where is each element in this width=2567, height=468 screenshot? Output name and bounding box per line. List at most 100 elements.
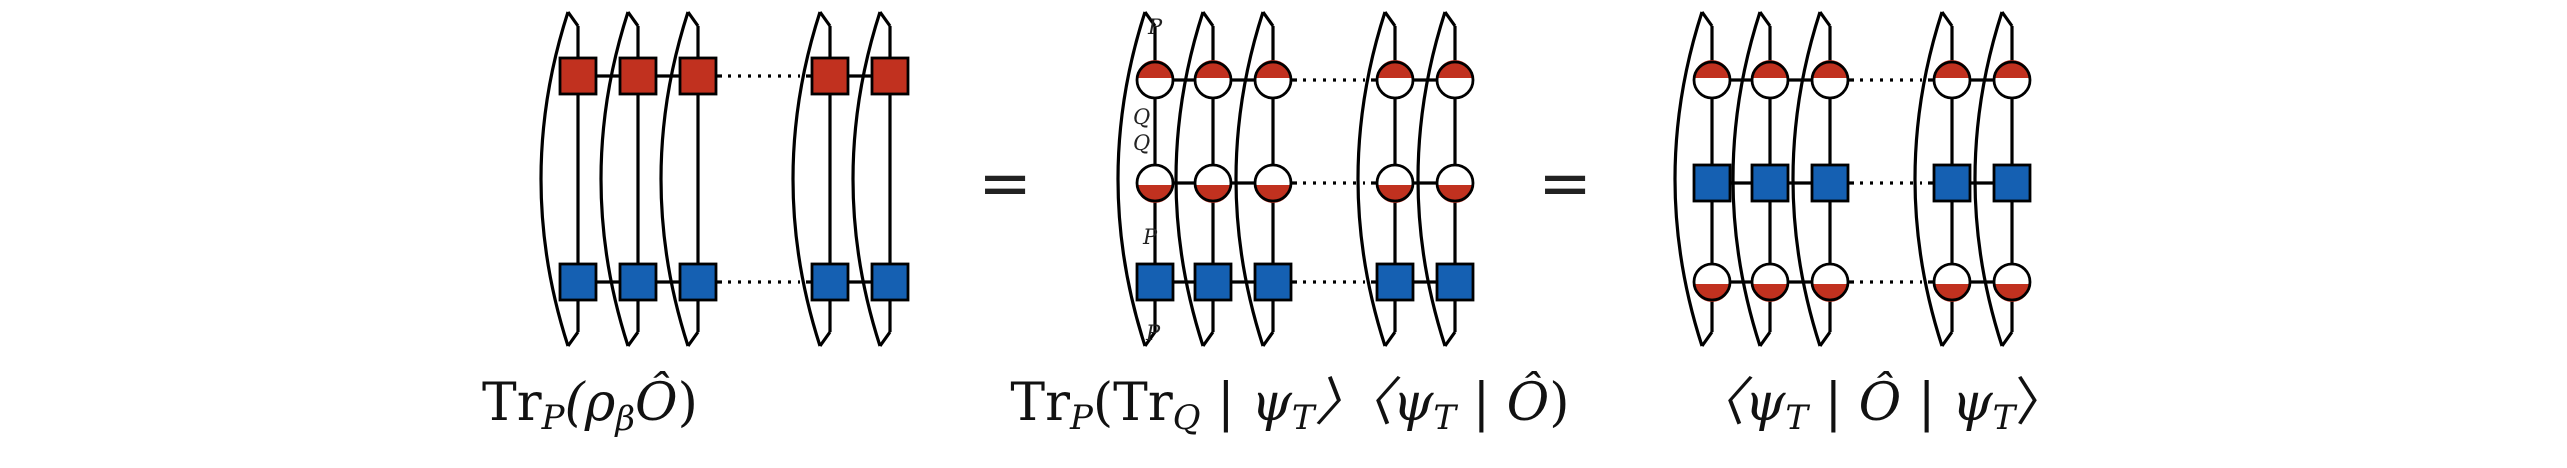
state-tensor-circle (1692, 262, 1732, 302)
leg-end (1383, 331, 1397, 347)
caption-2-operator: Ô (1507, 371, 1550, 433)
blue-tensor-square (558, 262, 598, 302)
caption-3-bra: 〈ψ (1693, 373, 1787, 433)
caption-1-sub-p: P (541, 398, 566, 438)
leg-end (1261, 11, 1275, 27)
red-tensor-square (810, 56, 850, 96)
state-tensor-circle (1810, 262, 1850, 302)
blue-tensor-square (1810, 163, 1850, 203)
state-tensor-circle (1810, 60, 1850, 100)
panel-purified-trace (1116, 11, 1475, 347)
caption-3-sub-t2: T (1993, 398, 2018, 438)
leg-end (1261, 331, 1275, 347)
state-tensor-circle (1435, 60, 1475, 100)
panel-expectation-value (1673, 11, 2032, 347)
leg-end (1818, 331, 1832, 347)
trace-arc (851, 11, 882, 347)
leg-end (566, 11, 580, 27)
leg-end (1818, 11, 1832, 27)
trace-arc (659, 11, 690, 347)
caption-3-sub-t1: T (1785, 398, 1810, 438)
leg-end (1700, 11, 1714, 27)
trace-arc (1174, 11, 1205, 347)
blue-tensor-square (1375, 262, 1415, 302)
leg-end (1758, 331, 1772, 347)
blue-tensor-square (810, 262, 850, 302)
leg-end (1443, 11, 1457, 27)
leg-end (686, 331, 700, 347)
leg-end (1143, 11, 1157, 27)
state-tensor-circle (1375, 60, 1415, 100)
leg-end (818, 331, 832, 347)
blue-tensor-square (1193, 262, 1233, 302)
trace-arc (1356, 11, 1387, 347)
caption-2-sub-p: P (1069, 398, 1094, 438)
state-tensor-circle (1932, 262, 1972, 302)
state-tensor-circle (1253, 163, 1293, 203)
state-tensor-circle (1135, 60, 1175, 100)
state-tensor-circle (1692, 60, 1732, 100)
caption-1-sub-beta: β (613, 399, 635, 439)
state-tensor-circle (1193, 60, 1233, 100)
state-tensor-circle (1750, 262, 1790, 302)
caption-2-bar: | (1456, 373, 1507, 433)
caption-2-sub-q: Q (1173, 398, 1201, 438)
state-tensor-circle (1750, 60, 1790, 100)
trace-arc (1973, 11, 2004, 347)
trace-arc (1116, 11, 1147, 347)
state-tensor-circle (1253, 60, 1293, 100)
label-p-middle: P (1142, 225, 1158, 249)
leg-end (1940, 11, 1954, 27)
leg-end (566, 331, 580, 347)
label-q-upper: Q (1133, 105, 1150, 129)
blue-tensor-square (1435, 262, 1475, 302)
leg-end (1758, 11, 1772, 27)
caption-3-ket: | ψ (1901, 373, 1994, 433)
blue-tensor-square (618, 262, 658, 302)
equals-sign-2: = (1538, 147, 1592, 221)
caption-2-sub-t1: T (1292, 398, 1317, 438)
caption-2-close: ) (1549, 373, 1569, 433)
caption-panel-3: 〈ψT | Ô | ψT〉 (1693, 371, 2068, 438)
state-tensor-circle (1435, 163, 1475, 203)
panel-2-bond-labels: P Q Q P P (1133, 15, 1163, 345)
panel-density-matrix-trace (539, 11, 910, 347)
state-tensor-circle (1932, 60, 1972, 100)
label-p-bottom: P (1145, 321, 1161, 345)
leg-end (2000, 11, 2014, 27)
caption-panel-1: TrP(ρβÔ) (482, 371, 698, 439)
blue-tensor-square (1135, 262, 1175, 302)
caption-1-operator: Ô (635, 371, 678, 433)
leg-end (1201, 331, 1215, 347)
red-tensor-square (558, 56, 598, 96)
caption-3-operator: Ô (1859, 371, 1902, 433)
trace-arc (1416, 11, 1447, 347)
caption-2-sub-t2: T (1433, 398, 1458, 438)
trace-arc (1731, 11, 1762, 347)
red-tensor-square (618, 56, 658, 96)
label-q-lower: Q (1133, 131, 1150, 155)
caption-1-close: ) (678, 373, 698, 433)
leg-end (2000, 331, 2014, 347)
trace-arc (1791, 11, 1822, 347)
state-tensor-circle (1992, 262, 2032, 302)
red-tensor-square (678, 56, 718, 96)
leg-end (1383, 11, 1397, 27)
leg-end (1443, 331, 1457, 347)
leg-end (626, 11, 640, 27)
trace-arc (1234, 11, 1265, 347)
leg-end (626, 331, 640, 347)
trace-arc (1913, 11, 1944, 347)
caption-3-bar1: | (1808, 373, 1859, 433)
state-tensor-circle (1193, 163, 1233, 203)
trace-arc (539, 11, 570, 347)
blue-tensor-square (1692, 163, 1732, 203)
red-tensor-square (870, 56, 910, 96)
leg-end (878, 11, 892, 27)
caption-2-tr: Tr (1010, 373, 1070, 433)
trace-arc (791, 11, 822, 347)
leg-end (878, 331, 892, 347)
trace-arc (599, 11, 630, 347)
caption-2-inner-tr: (Tr (1093, 373, 1173, 433)
